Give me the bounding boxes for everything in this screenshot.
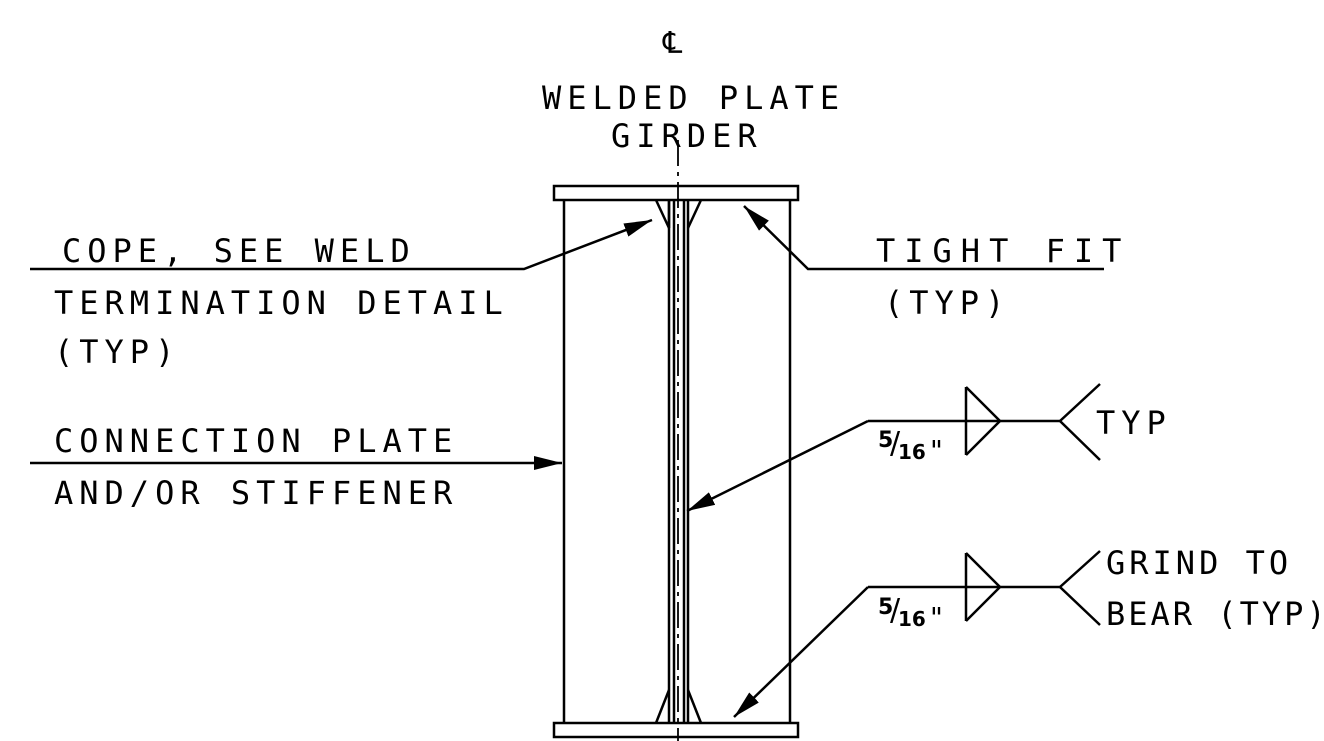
weld2-size: 5 / 16 " [878,593,943,634]
weld2-arrow [733,586,869,718]
weld2-size-denominator: 16 [898,607,926,631]
top-weld-left [654,199,671,229]
weld2-tail [1058,550,1101,626]
cope-label-line2: TERMINATION DETAIL [54,284,509,322]
tight-fit-leader [743,205,1104,271]
weld2-fillet-symbol [965,552,1002,622]
weld1-tail-text: TYP [1096,404,1172,442]
connection-plate-label-line1: CONNECTION PLATE [54,422,459,460]
bottom-weld-right [686,689,703,724]
cope-leader [30,218,653,271]
bottom-weld-left [654,689,671,724]
tight-fit-label-line1: TIGHT FIT [876,232,1131,270]
weld1-size: 5 / 16 " [878,426,943,467]
girder-title-line2: GIRDER [611,117,763,155]
weld1-fillet-symbol [965,386,1002,456]
connection-plate-label-line2: AND/OR STIFFENER [54,474,459,512]
centerline-symbol: ℄ [663,26,683,61]
cope-label-line3: (TYP) [54,333,181,371]
tight-fit-label-line2: (TYP) [884,284,1011,322]
weld2-size-unit: " [930,601,943,634]
bottom-flange [552,721,800,739]
weld2-size-numerator: 5 [878,595,894,620]
weld1-arrow [686,419,869,513]
top-weld-right [686,199,703,229]
top-flange [552,184,800,202]
cope-label-line1: COPE, SEE WELD [62,232,416,270]
girder-title-line1: WELDED PLATE [542,79,846,117]
weld2-tail-text-line2: BEAR (TYP) [1106,595,1324,633]
weld1-tail [1058,383,1101,461]
weld2-tail-text-line1: GRIND TO [1106,544,1293,582]
weld1-size-unit: " [930,434,943,467]
weld1-size-numerator: 5 [878,428,894,453]
weld1-size-denominator: 16 [898,440,926,464]
